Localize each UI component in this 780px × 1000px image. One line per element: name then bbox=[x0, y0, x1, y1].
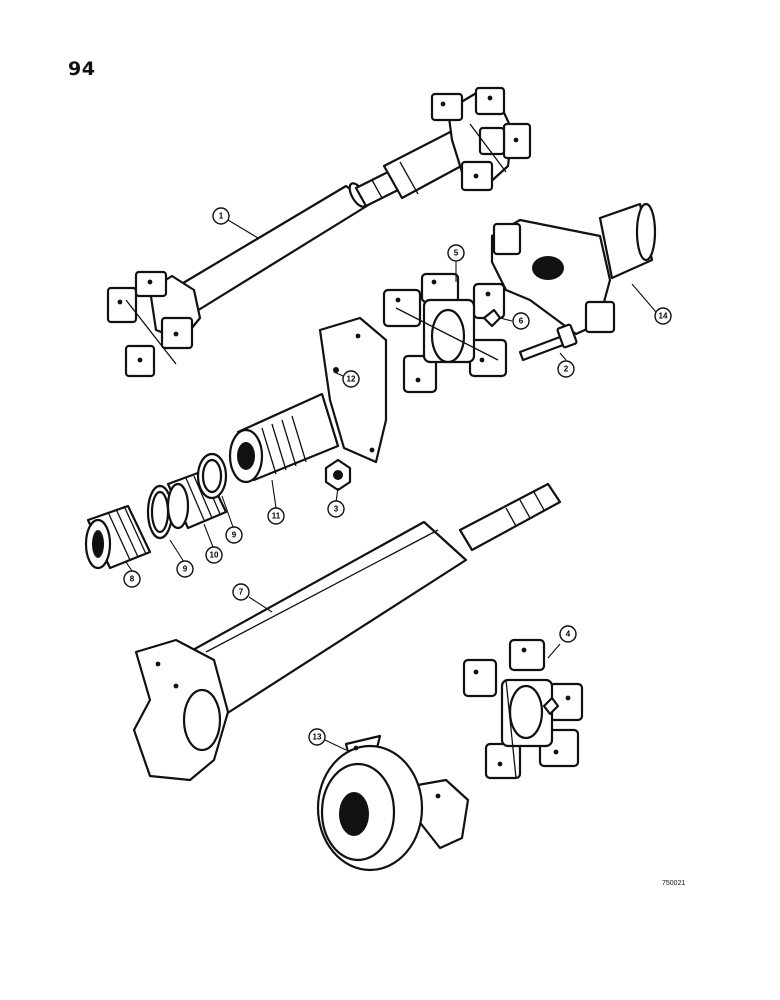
callout-9a: 9 bbox=[176, 560, 194, 578]
universal-joint-part-4 bbox=[462, 638, 584, 780]
slip-yoke-part-11 bbox=[228, 316, 388, 484]
seal-part-8 bbox=[84, 504, 152, 570]
callout-6-label: 6 bbox=[519, 317, 524, 326]
bolt-part-2 bbox=[518, 323, 578, 362]
callout-8-label: 8 bbox=[130, 575, 135, 584]
universal-joint-part-5 bbox=[382, 272, 508, 394]
callout-3-label: 3 bbox=[334, 505, 339, 514]
page-number: 94 bbox=[68, 58, 96, 80]
snap-ring-part-9-left bbox=[146, 484, 174, 540]
drawing-code: 750021 bbox=[662, 880, 686, 887]
callout-1-label: 1 bbox=[219, 212, 224, 221]
callout-12-label: 12 bbox=[347, 375, 356, 384]
callout-1: 1 bbox=[212, 207, 230, 225]
callout-12: 12 bbox=[342, 370, 360, 388]
callout-5-label: 5 bbox=[454, 249, 459, 258]
callout-3: 3 bbox=[327, 500, 345, 518]
callout-10: 10 bbox=[205, 546, 223, 564]
callout-11: 11 bbox=[267, 507, 285, 525]
callout-9b-label: 9 bbox=[232, 531, 237, 540]
drive-shaft-assembly bbox=[106, 86, 532, 378]
callout-6: 6 bbox=[512, 312, 530, 330]
snap-ring-part-9-right bbox=[196, 452, 228, 500]
callout-7-label: 7 bbox=[239, 588, 244, 597]
callout-14-label: 14 bbox=[659, 312, 668, 321]
callout-5: 5 bbox=[447, 244, 465, 262]
callout-4: 4 bbox=[559, 625, 577, 643]
callout-2: 2 bbox=[557, 360, 575, 378]
callout-4-label: 4 bbox=[566, 630, 571, 639]
callout-13: 13 bbox=[308, 728, 326, 746]
callout-9a-label: 9 bbox=[183, 565, 188, 574]
companion-flange-part-13 bbox=[316, 734, 470, 872]
callout-10-label: 10 bbox=[210, 551, 219, 560]
callout-11-label: 11 bbox=[272, 512, 281, 521]
drive-shaft-part-7 bbox=[132, 482, 562, 782]
nut-part-3 bbox=[324, 458, 352, 492]
callout-8: 8 bbox=[123, 570, 141, 588]
end-yoke-part-14 bbox=[490, 202, 657, 336]
callout-14: 14 bbox=[654, 307, 672, 325]
callout-9b: 9 bbox=[225, 526, 243, 544]
callout-2-label: 2 bbox=[564, 365, 569, 374]
leader-lines bbox=[125, 219, 657, 751]
callout-13-label: 13 bbox=[313, 733, 322, 742]
callout-7: 7 bbox=[232, 583, 250, 601]
